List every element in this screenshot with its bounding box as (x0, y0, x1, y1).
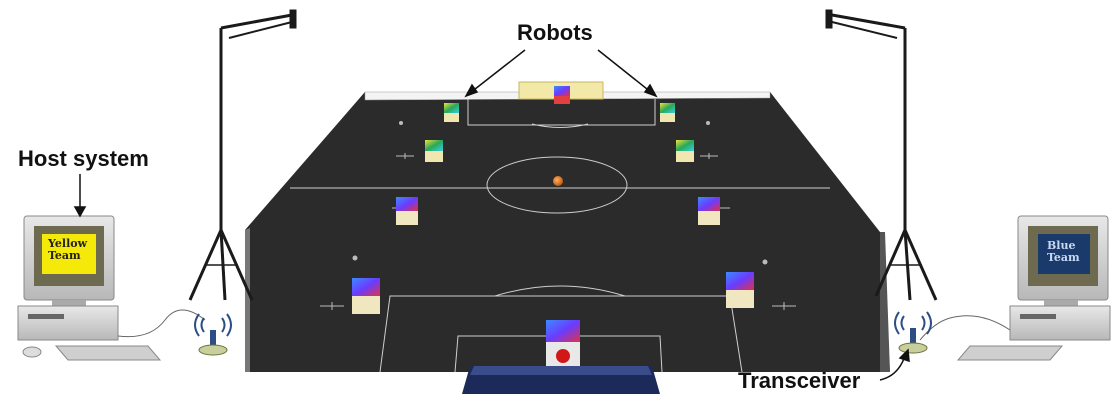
blue-team-label: Blue Team (1047, 239, 1080, 264)
transceiver-label: Transceiver (738, 368, 860, 394)
blue-team-screen-text: Blue Team (1047, 240, 1087, 264)
antenna-icon (895, 312, 931, 353)
robot-icon (660, 103, 675, 122)
robot-icon (352, 278, 380, 314)
antenna-icon (195, 314, 231, 355)
robot-icon (554, 86, 570, 104)
robot-icon (444, 103, 459, 122)
computer-icon (958, 216, 1110, 360)
robot-icon (726, 272, 754, 308)
robot-icon (676, 140, 694, 162)
yellow-team-label: Yellow Team (48, 237, 87, 262)
host-system-label: Host system (18, 146, 149, 172)
goal-bottom (462, 366, 660, 394)
ball-icon (553, 176, 563, 186)
robot-icon (546, 320, 580, 366)
robot-icon (698, 197, 720, 225)
robot-icon (396, 197, 418, 225)
robot-icon (425, 140, 443, 162)
robots-label: Robots (517, 20, 593, 46)
yellow-team-screen-text: Yellow Team (48, 238, 94, 262)
